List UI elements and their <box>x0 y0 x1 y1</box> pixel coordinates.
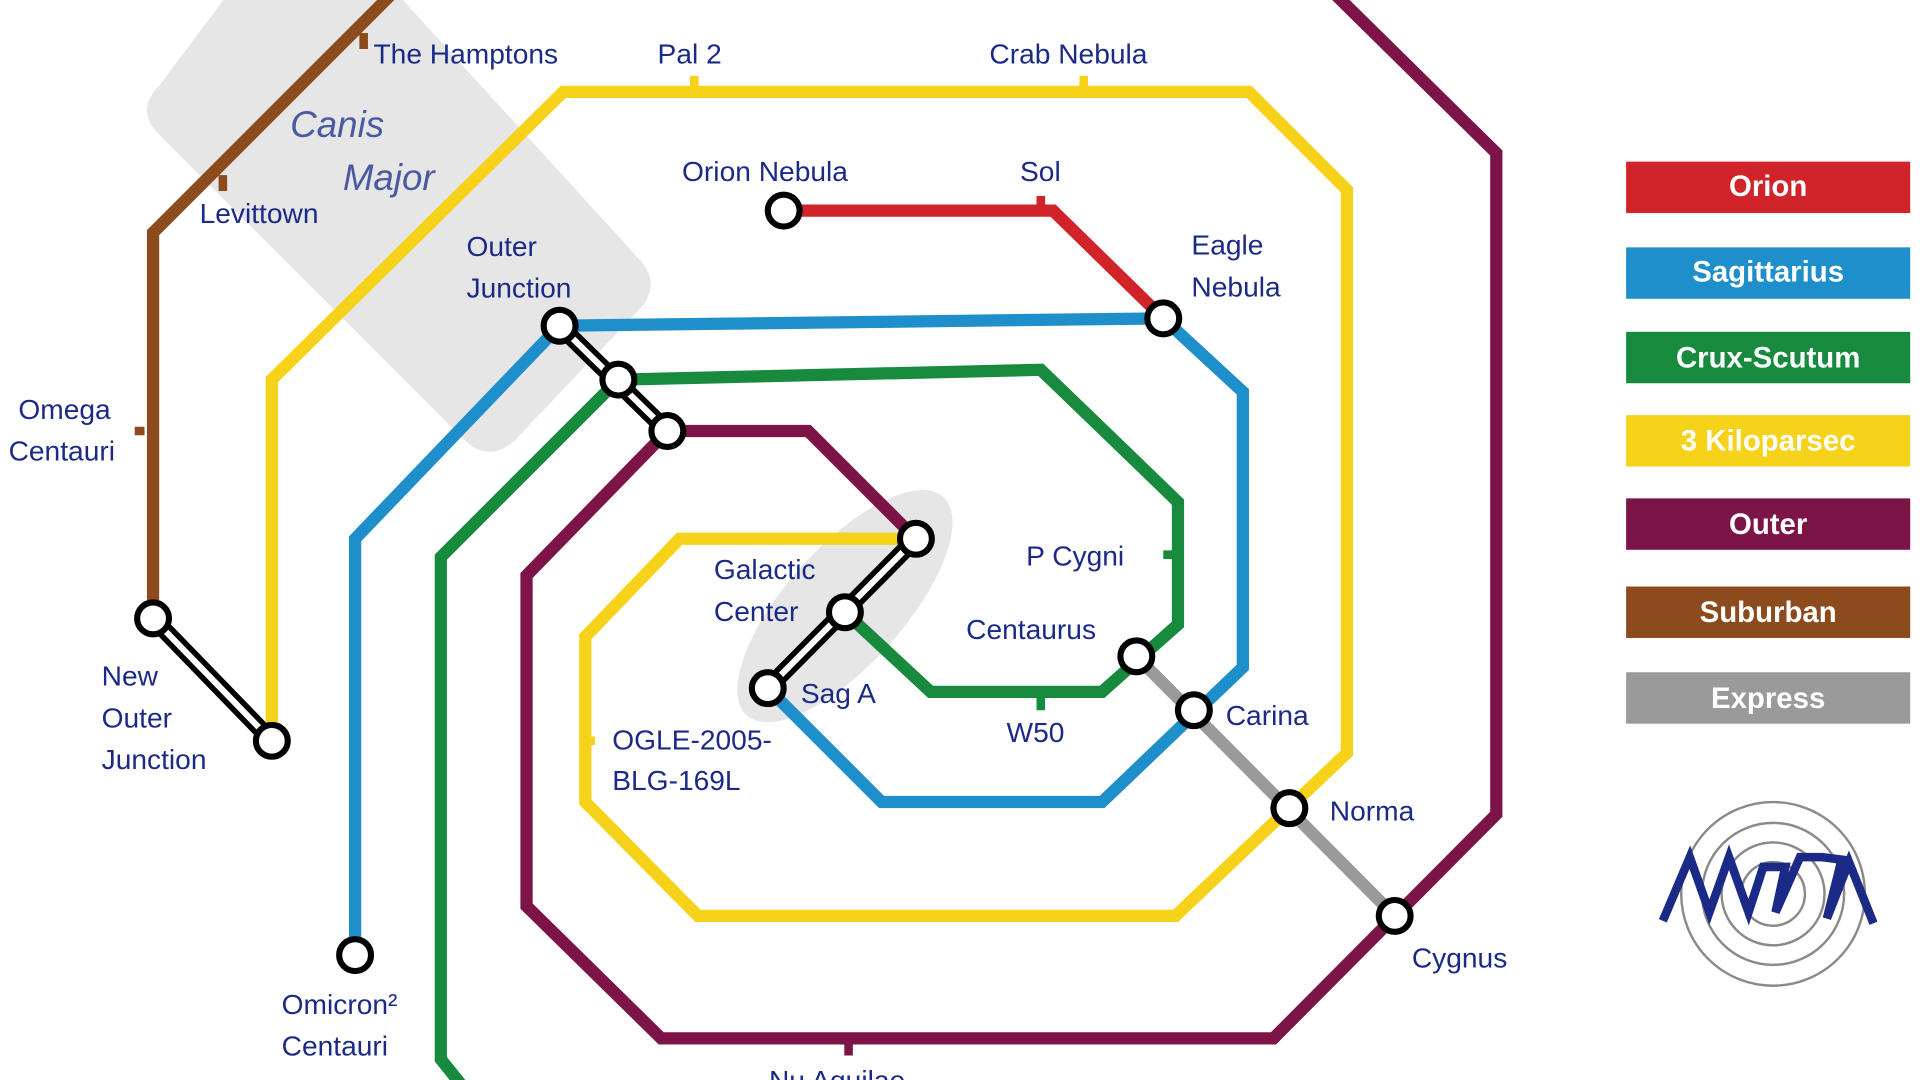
label-centaurus: Centaurus <box>966 614 1096 645</box>
station-new-outer-junction-2[interactable] <box>252 721 291 760</box>
label-norma: Norma <box>1330 795 1415 826</box>
svg-text:Suburban: Suburban <box>1700 596 1837 629</box>
line-orion[interactable] <box>783 204 1168 323</box>
label-carina: Carina <box>1226 700 1309 731</box>
station-eagle-nebula[interactable] <box>1144 299 1183 338</box>
station-ticks <box>134 33 1178 1056</box>
region-label-major: Major <box>343 157 437 198</box>
label-p-cygni: P Cygni <box>1026 541 1124 572</box>
station-outer-junction-2[interactable] <box>599 360 638 399</box>
legend-item-suburban[interactable]: Suburban <box>1626 586 1911 638</box>
svg-text:3 Kiloparsec: 3 Kiloparsec <box>1681 425 1856 458</box>
station-carina[interactable] <box>1174 691 1213 730</box>
svg-text:Crux-Scutum: Crux-Scutum <box>1676 341 1860 374</box>
label-w50: W50 <box>1007 717 1065 748</box>
label-crab-nebula: Crab Nebula <box>989 39 1147 70</box>
label-galactic-center-2: Center <box>714 596 799 627</box>
svg-text:Outer: Outer <box>1729 508 1807 541</box>
label-sag-a: Sag A <box>801 678 876 709</box>
label-omicron-centauri-2: Centauri <box>282 1031 388 1062</box>
legend-item-3-kiloparsec[interactable]: 3 Kiloparsec <box>1626 415 1911 467</box>
label-nu-aquilae: Nu Aquilae <box>769 1065 905 1080</box>
label-omicron-centauri-1: Omicron² <box>282 989 398 1020</box>
label-cygnus: Cygnus <box>1412 942 1507 973</box>
label-sol: Sol <box>1020 156 1061 187</box>
station-outer-junction[interactable] <box>540 306 579 345</box>
label-ogle-2: BLG-169L <box>612 765 740 796</box>
label-pal2: Pal 2 <box>658 39 722 70</box>
legend-item-sagittarius[interactable]: Sagittarius <box>1626 247 1911 299</box>
legend-item-express[interactable]: Express <box>1626 672 1911 724</box>
line-outer[interactable] <box>520 0 1503 1045</box>
station-galactic-north[interactable] <box>896 519 935 558</box>
stations[interactable] <box>134 191 1414 975</box>
svg-text:Orion: Orion <box>1729 170 1807 203</box>
svg-text:Sagittarius: Sagittarius <box>1692 256 1844 289</box>
station-cygnus[interactable] <box>1375 896 1414 935</box>
label-eagle-nebula-2: Nebula <box>1191 271 1281 302</box>
legend-item-orion[interactable]: Orion <box>1626 161 1911 214</box>
label-orion-nebula: Orion Nebula <box>682 156 848 187</box>
station-outer-junction-3[interactable] <box>648 412 687 450</box>
label-new-outer-junction-1: New <box>102 661 159 692</box>
line-express[interactable] <box>1131 652 1400 921</box>
label-levittown: Levittown <box>200 198 319 229</box>
station-new-outer-junction[interactable] <box>134 599 173 638</box>
label-outer-junction-2: Junction <box>467 273 572 304</box>
legend-item-outer[interactable]: Outer <box>1626 498 1911 550</box>
region-label-canis: Canis <box>290 104 384 145</box>
line-crux-scutum[interactable] <box>434 363 1185 1080</box>
label-new-outer-junction-2: Outer <box>102 702 172 733</box>
mwta-logo <box>1658 800 1878 987</box>
station-norma[interactable] <box>1270 789 1309 828</box>
label-ogle-1: OGLE-2005- <box>612 724 772 755</box>
label-omega-centauri-1: Omega <box>18 394 111 425</box>
station-galactic-center[interactable] <box>825 593 864 632</box>
line-suburban[interactable] <box>146 0 395 619</box>
station-centaurus[interactable] <box>1117 637 1156 676</box>
legend: Orion Sagittarius Crux-Scutum 3 Kilopars… <box>1626 161 1911 724</box>
station-omicron-centauri[interactable] <box>336 936 375 975</box>
line-3-kiloparsec[interactable] <box>265 85 1354 923</box>
label-galactic-center-1: Galactic <box>714 554 816 585</box>
station-orion-nebula[interactable] <box>764 191 803 230</box>
svg-text:Express: Express <box>1711 682 1825 715</box>
line-sagittarius[interactable] <box>348 312 1249 956</box>
label-the-hamptons: The Hamptons <box>373 39 558 70</box>
label-omega-centauri-2: Centauri <box>9 435 115 466</box>
label-new-outer-junction-3: Junction <box>102 744 207 775</box>
label-eagle-nebula-1: Eagle <box>1191 230 1263 261</box>
legend-item-crux-scutum[interactable]: Crux-Scutum <box>1626 331 1911 384</box>
label-outer-junction-1: Outer <box>467 231 537 262</box>
station-sag-a[interactable] <box>748 669 787 708</box>
